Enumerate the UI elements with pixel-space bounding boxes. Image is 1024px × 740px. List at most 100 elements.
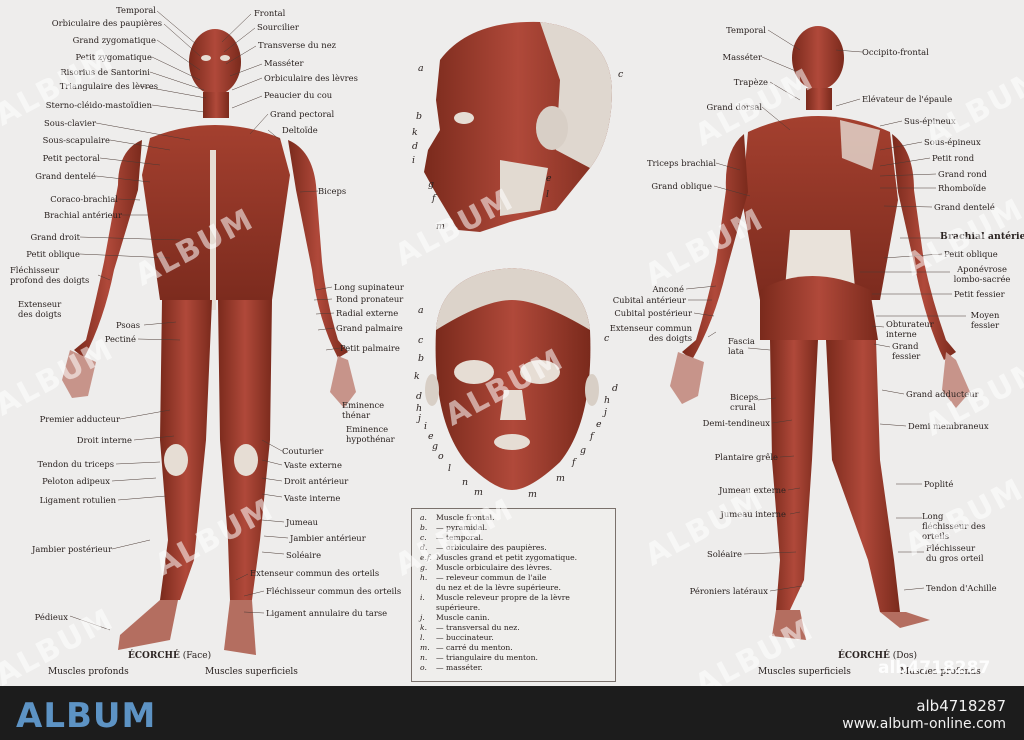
front-label-transverse-nez: Transverse du nez <box>258 40 337 50</box>
back-label-grand-oblique: Grand oblique <box>651 181 712 191</box>
front-label-extenseur-doigts: Extenseur des doigts <box>18 299 62 319</box>
front-label-vaste-externe: Vaste externe <box>284 460 342 470</box>
back-label-brachial-anterieur: Brachial antérieur <box>940 231 1024 242</box>
front-label-sous-scapulaire: Sous-scapulaire <box>42 135 110 145</box>
back-caption-title: ÉCORCHÉ <box>838 651 890 661</box>
front-label-petit-zygomatique: Petit zygomatique <box>75 52 152 62</box>
legend-key: j. <box>420 613 425 622</box>
front-label-long-supinateur: Long supinateur <box>334 282 404 292</box>
fronthead-letter-e: e <box>428 431 434 442</box>
back-label-grand-dorsal: Grand dorsal <box>706 102 762 112</box>
front-caption: ÉCORCHÉ (Face) <box>128 651 211 661</box>
legend-key: h. <box>420 573 428 582</box>
back-caption: ÉCORCHÉ (Dos) <box>838 651 917 661</box>
back-label-poplite: Poplité <box>924 479 954 489</box>
front-label-eminence-thenar: Eminence thénar <box>342 400 385 420</box>
back-label-rhomboide: Rhomboïde <box>938 183 987 193</box>
fronthead-letter-e-right: e <box>596 419 602 430</box>
profile-letter-i: i <box>412 155 415 166</box>
back-label-moyen-fessier: Moyen fessier <box>970 310 1000 330</box>
legend-key: i. <box>420 593 425 602</box>
profile-letter-m: m <box>436 221 445 232</box>
legend-text: — temporal. <box>436 533 484 542</box>
front-label-grand-droit: Grand droit <box>30 232 80 242</box>
muscle-legend: a. Muscle frontal. b. — pyramidal. c. — … <box>411 508 616 682</box>
fronthead-letter-f-low: f <box>572 457 576 468</box>
front-label-flechisseur-profond: Fléchisseur profond des doigts <box>10 265 90 285</box>
back-label-triceps-brachial: Triceps brachial <box>646 158 716 168</box>
album-logo[interactable]: ALBUM <box>16 696 157 736</box>
front-label-peaucier-cou: Peaucier du cou <box>264 90 333 100</box>
front-label-premier-adducteur: Premier adducteur <box>39 414 120 424</box>
back-caption-sub: (Dos) <box>892 651 918 661</box>
front-label-risorius: Risorius de Santorini <box>60 67 150 77</box>
fronthead-letter-a: a <box>418 305 424 316</box>
fronthead-letter-h-right: h <box>604 395 611 406</box>
legend-key: o. <box>420 663 427 672</box>
legend-key: d. <box>420 543 428 552</box>
fronthead-letter-m-left: m <box>474 487 483 498</box>
front-label-droit-interne: Droit interne <box>76 435 132 445</box>
front-label-ligament-annulaire: Ligament annulaire du tarse <box>266 608 388 618</box>
back-label-jumeau-externe: Jumeau externe <box>718 485 786 495</box>
back-label-trapeze: Trapèze <box>733 77 768 87</box>
profile-letter-a: a <box>418 63 424 74</box>
back-label-demi-tendineux: Demi-tendineux <box>702 418 770 428</box>
back-label-temporal: Temporal <box>726 25 766 35</box>
profile-head <box>424 21 612 233</box>
back-label-petit-fessier: Petit fessier <box>954 289 1005 299</box>
legend-text: — orbiculaire des paupières. <box>436 543 547 552</box>
back-label-petit-oblique: Petit oblique <box>944 249 998 259</box>
legend-key: m. <box>420 643 430 652</box>
fronthead-letter-l: l <box>448 463 451 474</box>
back-figure <box>670 26 970 640</box>
back-label-jumeau-interne: Jumeau interne <box>720 509 786 519</box>
front-label-pectine: Pectiné <box>104 334 136 344</box>
fronthead-letter-j: j <box>418 413 421 424</box>
legend-text: Muscle orbiculaire des lèvres. <box>436 563 553 572</box>
front-label-grand-palmaire: Grand palmaire <box>336 323 403 333</box>
front-label-frontal: Frontal <box>254 8 286 18</box>
back-label-aponevrose: Aponévrose lombo-sacrée <box>953 264 1011 284</box>
back-label-cubital-posterieur: Cubital postérieur <box>614 308 692 318</box>
profile-letter-g: g <box>428 179 435 190</box>
profile-letter-d: d <box>412 141 419 152</box>
footer-site-link[interactable]: www.album-online.com <box>842 716 1006 732</box>
back-label-elevateur-epaule: Elévateur de l'épaule <box>862 94 953 104</box>
profile-letter-c: c <box>618 69 624 80</box>
back-label-obturateur-interne: Obturateur interne <box>886 319 934 339</box>
front-label-rond-pronateur: Rond pronateur <box>336 294 404 304</box>
fronthead-letter-j-right: j <box>604 407 607 418</box>
front-label-petit-palmaire: Petit palmaire <box>340 343 400 353</box>
profile-letter-l: l <box>546 189 549 200</box>
legend-key: n. <box>420 653 428 662</box>
back-label-grand-fessier: Grand fessier <box>892 341 921 361</box>
profile-letter-k: k <box>412 127 418 138</box>
fronthead-letter-g-right: g <box>580 445 587 456</box>
legend-text: du nez et de la lèvre supérieure. <box>436 583 561 592</box>
fronthead-letter-k: k <box>414 371 420 382</box>
legend-text: supérieure. <box>436 603 481 612</box>
back-label-demi-membraneux: Demi membraneux <box>908 421 989 431</box>
back-label-biceps-crural: Biceps crural <box>730 392 759 412</box>
legend-key: c. <box>420 533 427 542</box>
back-label-grand-rond: Grand rond <box>938 169 987 179</box>
legend-text: — masséter. <box>436 663 483 672</box>
front-label-triangulaire-levres: Triangulaire des lèvres <box>59 81 158 91</box>
fronthead-letter-m-mid: m <box>528 489 537 500</box>
fronthead-letter-c-right: c <box>604 333 610 344</box>
front-muscles-profonds: Muscles profonds <box>48 667 129 677</box>
back-label-petit-rond: Petit rond <box>932 153 975 163</box>
front-label-sous-clavier: Sous-clavier <box>43 118 96 128</box>
legend-key: e.f. <box>420 553 432 562</box>
back-label-tendon-achille: Tendon d'Achille <box>926 583 997 593</box>
front-label-coraco-brachial: Coraco-brachial <box>50 194 118 204</box>
leader-lines <box>69 10 966 631</box>
legend-text: — buccinateur. <box>436 633 494 642</box>
front-label-grand-dentele: Grand dentelé <box>35 171 96 181</box>
back-label-masseter: Masséter <box>722 52 762 62</box>
fronthead-letter-d-right: d <box>612 383 619 394</box>
front-muscles-superficiels: Muscles superficiels <box>205 667 298 677</box>
legend-text: Muscles grand et petit zygomatique. <box>436 553 578 562</box>
legend-text: — releveur commun de l'aile <box>436 573 547 582</box>
